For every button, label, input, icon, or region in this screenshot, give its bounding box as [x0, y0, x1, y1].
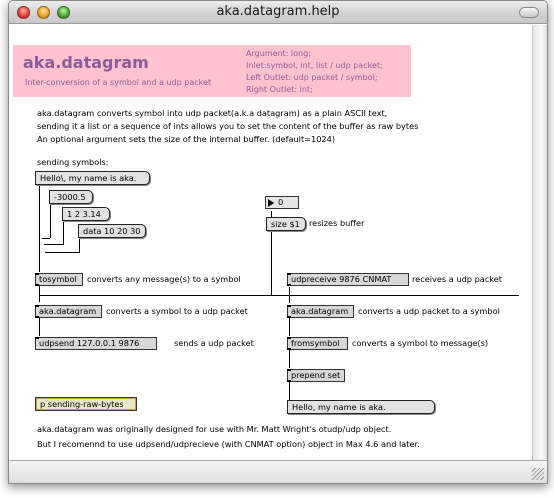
- message-size[interactable]: size $1: [266, 217, 306, 231]
- message-hello[interactable]: Hello\, my name is aka.: [35, 171, 150, 185]
- object-aka-datagram-left[interactable]: aka.datagram: [35, 305, 102, 318]
- info-right-outlet: Right Outlet: int;: [246, 85, 313, 94]
- comment-tosymbol: converts any message(s) to a symbol: [87, 274, 241, 284]
- object-prepend-set[interactable]: prepend set: [287, 369, 345, 382]
- patch-cord: [289, 318, 290, 336]
- patch-cord: [39, 184, 40, 272]
- message-result[interactable]: Hello, my name is aka.: [287, 400, 435, 414]
- patch-cord: [44, 244, 64, 245]
- patch-cord: [289, 382, 290, 400]
- header-title: aka.datagram: [23, 53, 149, 72]
- message-list[interactable]: 1 2 3.14: [62, 207, 110, 221]
- toolbar-toggle-button[interactable]: [519, 7, 539, 18]
- object-udpsend[interactable]: udpsend 127.0.0.1 9876: [35, 337, 157, 350]
- patch-cord: [50, 204, 51, 238]
- window-title: aka.datagram.help: [216, 4, 340, 19]
- minimize-button[interactable]: [37, 6, 50, 19]
- info-inlet: Inlet:symbol, int, list / udp packet;: [246, 61, 383, 70]
- comment-receives-udp-packet: receives a udp packet: [412, 274, 503, 284]
- help-window: aka.datagram.help aka.datagram Inter-con…: [8, 0, 548, 484]
- patch-cord: [271, 231, 272, 295]
- comment-resizes-buffer: resizes buffer: [309, 218, 365, 228]
- footer-line-2: But I recomennd to use udpsend/udpreciev…: [37, 439, 420, 449]
- object-fromsymbol[interactable]: fromsymbol: [287, 337, 348, 350]
- number-box[interactable]: 0: [265, 196, 299, 209]
- comment-sends-udp-packet: sends a udp packet: [174, 338, 254, 348]
- header-panel: aka.datagram Inter-conversion of a symbo…: [13, 45, 411, 97]
- message-negative-float[interactable]: -3000.5: [49, 190, 93, 204]
- comment-converts-udp-to-symbol: converts a udp packet to a symbol: [358, 306, 500, 316]
- sending-symbols-label: sending symbols:: [37, 157, 109, 167]
- patch-cord: [39, 318, 40, 336]
- patch-cord: [289, 350, 290, 368]
- zoom-button[interactable]: [57, 6, 70, 19]
- patch-cord: [289, 287, 290, 303]
- subpatch-sending-raw-bytes[interactable]: p sending-raw-bytes: [35, 397, 137, 411]
- close-button[interactable]: [17, 6, 30, 19]
- footer-line-1: aka.datagram was originally designed for…: [37, 424, 392, 434]
- patch-cord: [79, 238, 80, 252]
- patch-cord: [271, 211, 272, 218]
- description-line-2: sending it a list or a sequence of ints …: [37, 121, 419, 131]
- message-data[interactable]: data 10 20 30: [78, 224, 146, 238]
- patch-cord: [39, 295, 519, 296]
- patch-cord: [39, 286, 40, 302]
- info-left-outlet: Left Outlet: udp packet / symbol;: [246, 73, 378, 82]
- comment-fromsymbol: converts a symbol to message(s): [352, 338, 489, 348]
- vertical-scrollbar[interactable]: [532, 25, 547, 461]
- horizontal-scrollbar[interactable]: [9, 460, 547, 483]
- object-aka-datagram-right[interactable]: aka.datagram: [287, 305, 354, 318]
- info-argument: Argument: long;: [246, 49, 311, 58]
- header-info: Argument: long; Inlet:symbol, int, list …: [246, 48, 383, 96]
- patch-cord: [42, 238, 50, 239]
- object-udpreceive[interactable]: udpreceive 9876 CNMAT: [287, 273, 409, 286]
- title-bar[interactable]: aka.datagram.help: [9, 1, 547, 24]
- patch-cord: [63, 221, 64, 244]
- object-tosymbol[interactable]: tosymbol: [35, 273, 83, 286]
- description-line-1: aka.datagram converts symbol into udp pa…: [37, 108, 388, 118]
- comment-converts-symbol-to-udp: converts a symbol to a udp packet: [106, 306, 248, 316]
- resize-grip-icon[interactable]: [532, 468, 544, 480]
- header-subtitle: Inter-conversion of a symbol and a udp p…: [25, 78, 212, 87]
- patch-cord: [45, 252, 80, 253]
- patcher-canvas[interactable]: aka.datagram Inter-conversion of a symbo…: [9, 25, 533, 461]
- description-line-3: An optional argument sets the size of th…: [37, 134, 336, 144]
